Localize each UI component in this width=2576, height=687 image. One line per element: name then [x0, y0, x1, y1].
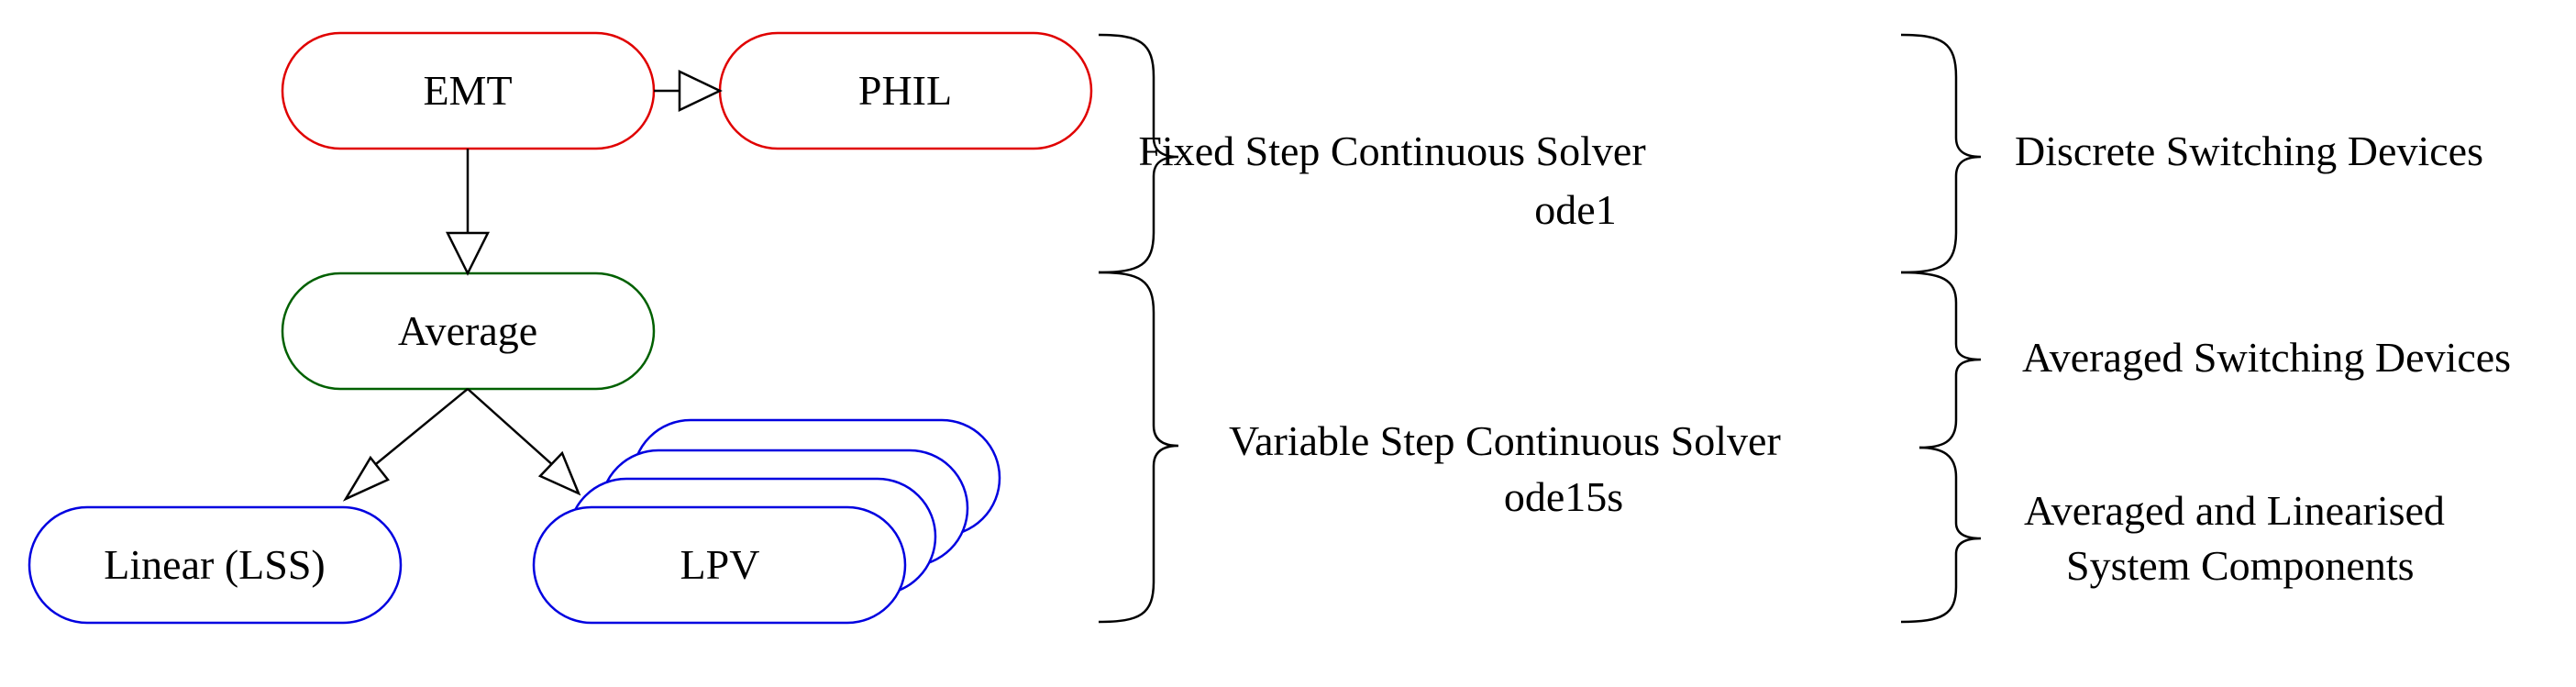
variable-step-solver-label: Variable Step Continuous Solver: [1229, 417, 1781, 464]
brace-fixed-step: [1098, 33, 1179, 274]
arrow-average-to-lpv: [467, 388, 581, 496]
linear-lss-node: [28, 505, 403, 625]
variable-step-solver-name: ode15s: [1504, 473, 1623, 520]
fixed-step-solver-label: Fixed Step Continuous Solver: [1138, 127, 1645, 174]
arrow-emt-to-average: [445, 149, 491, 276]
brace-variable-step: [1098, 271, 1179, 624]
phil-label: PHIL: [858, 67, 952, 114]
lpv-label: LPV: [680, 541, 760, 588]
averaged-linearised-label: Averaged and Linearised: [2024, 487, 2445, 534]
lpv-node-stack: LPV: [532, 418, 1001, 625]
brace-averaged-devices: [1900, 271, 1982, 449]
emt-label: EMT: [423, 67, 512, 114]
average-label: Average: [398, 307, 537, 354]
brace-discrete-devices: [1900, 33, 1982, 274]
brace-linearised-components: [1900, 446, 1982, 624]
system-components-label: System Components: [2066, 542, 2415, 589]
arrow-average-to-linear: [342, 388, 469, 502]
linear-lss-label: Linear (LSS): [104, 541, 325, 588]
fixed-step-solver-name: ode1: [1534, 186, 1616, 233]
lpv-node: [532, 505, 907, 625]
discrete-switching-devices-label: Discrete Switching Devices: [2015, 127, 2483, 174]
averaged-switching-devices-label: Averaged Switching Devices: [2022, 334, 2511, 381]
arrow-emt-to-phil: [654, 70, 723, 112]
